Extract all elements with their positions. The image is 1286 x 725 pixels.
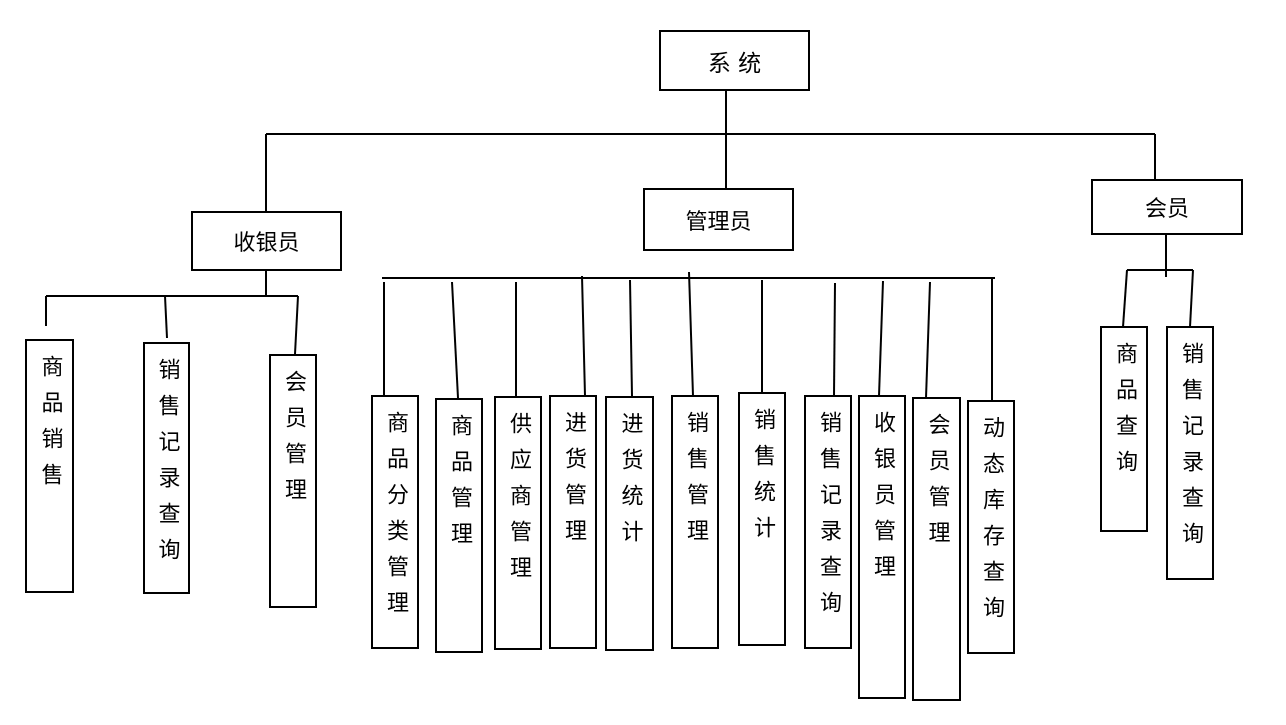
leaf-node: 收银员管理 bbox=[858, 395, 906, 699]
leaf-node: 动态库存查询 bbox=[967, 400, 1015, 654]
group-label-member: 会员 bbox=[1144, 197, 1189, 222]
leaf-node: 销售记录查询 bbox=[143, 342, 190, 594]
leaf-node: 会员管理 bbox=[269, 354, 317, 608]
leaf-node: 商品销售 bbox=[25, 339, 74, 593]
leaf-label: 进货统计 bbox=[617, 412, 643, 556]
leaf-node: 商品查询 bbox=[1100, 326, 1148, 532]
group-node-member: 会员 bbox=[1091, 179, 1243, 235]
leaf-label: 会员管理 bbox=[924, 413, 950, 557]
leaf-label: 销售记录查询 bbox=[1178, 342, 1203, 558]
leaf-node: 销售记录查询 bbox=[1166, 326, 1214, 580]
root-label: 系 统 bbox=[707, 50, 762, 77]
leaf-node: 销售记录查询 bbox=[804, 395, 852, 649]
leaf-label: 动态库存查询 bbox=[979, 416, 1004, 632]
leaf-label: 销售记录查询 bbox=[816, 411, 841, 627]
leaf-node: 进货统计 bbox=[605, 396, 654, 651]
leaf-node: 商品管理 bbox=[435, 398, 483, 653]
leaf-node: 会员管理 bbox=[912, 397, 961, 701]
leaf-node: 供应商管理 bbox=[494, 396, 542, 650]
leaf-node: 销售统计 bbox=[738, 392, 786, 646]
group-node-admin: 管理员 bbox=[643, 188, 794, 251]
leaf-label: 收银员管理 bbox=[870, 411, 895, 591]
leaf-label: 会员管理 bbox=[281, 370, 306, 514]
group-label-cashier: 收银员 bbox=[233, 231, 300, 256]
group-node-cashier: 收银员 bbox=[191, 211, 342, 271]
leaf-label: 商品管理 bbox=[447, 414, 472, 558]
leaf-label: 商品销售 bbox=[37, 355, 63, 499]
root-node: 系 统 bbox=[659, 30, 810, 91]
leaf-label: 销售管理 bbox=[683, 411, 708, 555]
group-label-admin: 管理员 bbox=[685, 209, 752, 235]
leaf-label: 商品分类管理 bbox=[383, 411, 408, 627]
leaf-node: 进货管理 bbox=[549, 395, 597, 649]
leaf-node: 商品分类管理 bbox=[371, 395, 419, 649]
leaf-label: 销售统计 bbox=[750, 408, 775, 552]
leaf-label: 商品查询 bbox=[1112, 342, 1137, 486]
leaf-label: 销售记录查询 bbox=[154, 358, 180, 574]
leaf-label: 供应商管理 bbox=[506, 412, 531, 592]
leaf-label: 进货管理 bbox=[561, 411, 586, 555]
leaf-node: 销售管理 bbox=[671, 395, 719, 649]
